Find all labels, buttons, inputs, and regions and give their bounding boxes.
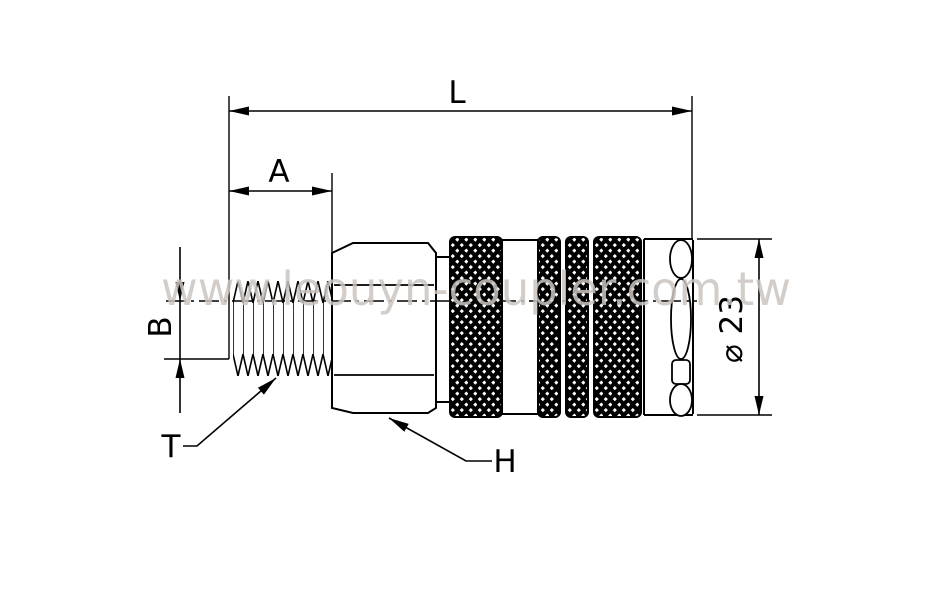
arrow-down-icon (754, 396, 764, 415)
sleeve-neck (436, 256, 450, 403)
leader-arrow-icon (389, 418, 409, 432)
arrow-up-icon (754, 239, 764, 258)
knurl-band-3 (565, 236, 589, 418)
hex-section (331, 242, 437, 414)
leader-T: T (161, 377, 277, 465)
dimension-L-label: L (448, 75, 466, 111)
dimension-B: B (143, 247, 229, 413)
arrow-right-icon (312, 186, 332, 196)
leader-H: H (388, 417, 517, 480)
thread-section (233, 281, 332, 376)
knurl-band-2 (537, 236, 561, 418)
arrow-down-icon (175, 282, 185, 301)
arrow-up-icon (175, 359, 185, 378)
knurl-bands (449, 236, 642, 418)
arrow-left-icon (229, 186, 249, 196)
sleeve-plain-sections (502, 238, 694, 416)
dimension-A: A (229, 154, 333, 253)
hex-callout-label: H (493, 444, 516, 480)
dimension-B-label: B (143, 316, 179, 337)
dimension-A-label: A (268, 154, 289, 190)
end-cap (669, 239, 693, 417)
dimension-dia23-label: ⌀ 23 (714, 295, 750, 363)
watermark-text: www.leouyn-coupler.com.tw (161, 262, 791, 316)
thread-callout-label: T (161, 429, 182, 465)
dimension-dia23: ⌀ 23 (697, 238, 772, 416)
arrow-right-icon (672, 106, 692, 116)
leader-arrow-icon (257, 378, 276, 395)
arrow-left-icon (229, 106, 249, 116)
knurl-band-4 (593, 236, 642, 418)
dimension-L: L (228, 75, 693, 359)
knurl-band-1 (449, 236, 503, 418)
